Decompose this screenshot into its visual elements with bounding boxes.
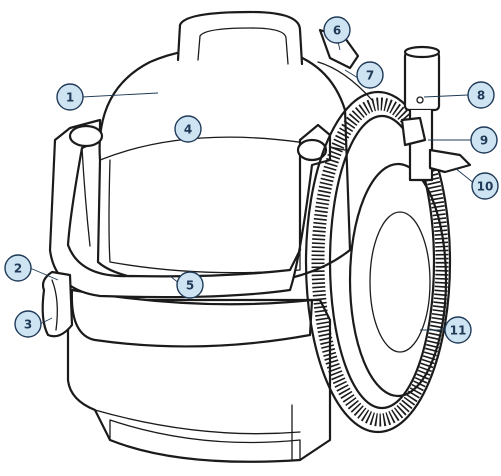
side-handle-inner [81,147,91,247]
callout-11: 11 [444,316,472,344]
callout-5: 5 [176,271,204,299]
pivot-cap-left [68,124,104,148]
callout-3: 3 [14,310,42,338]
callout-7: 7 [356,61,384,89]
callout-8: 8 [467,81,495,109]
leader-2 [29,267,59,281]
callout-4: 4 [174,115,202,143]
side-disc-outer [348,162,448,398]
hose-coil-ribs [311,97,449,427]
callout-7-label: 7 [366,69,374,83]
callout-6: 6 [323,16,351,44]
hose-coil-inner [328,114,436,410]
base-skirt [94,409,301,435]
leader-1 [81,92,159,98]
spray-trigger [428,148,472,174]
callout-1: 1 [56,83,84,111]
hose-tool-button [416,96,424,104]
side-disc-inner [369,211,431,353]
leader-8 [423,94,469,98]
callout-11-label: 11 [450,324,467,338]
callout-8-label: 8 [477,89,485,103]
callout-2: 2 [4,254,32,282]
leader-3 [39,317,53,325]
callout-3-label: 3 [24,318,32,332]
hose-coil-outer [304,90,452,434]
machine-illustration [41,10,472,463]
base-foot-front [109,419,301,461]
callout-5-label: 5 [186,279,194,293]
hose-tool-top [403,45,441,59]
callout-4-label: 4 [184,123,192,137]
callouts: 1 2 3 4 5 6 7 8 [4,16,499,344]
leader-lines [29,41,476,331]
side-button-detail [51,279,58,331]
leader-7 [344,69,359,79]
callout-1-label: 1 [66,91,74,105]
callout-6-label: 6 [333,24,341,38]
hose-clip [400,116,427,147]
leader-10 [454,167,476,185]
callout-10-label: 10 [477,180,494,194]
callout-10: 10 [471,172,499,200]
base-band [70,288,314,348]
callout-2-label: 2 [14,262,22,276]
callout-9-label: 9 [480,134,488,148]
callout-9: 9 [470,126,498,154]
carry-handle-grip [197,27,289,65]
pivot-cap-right [296,138,328,162]
